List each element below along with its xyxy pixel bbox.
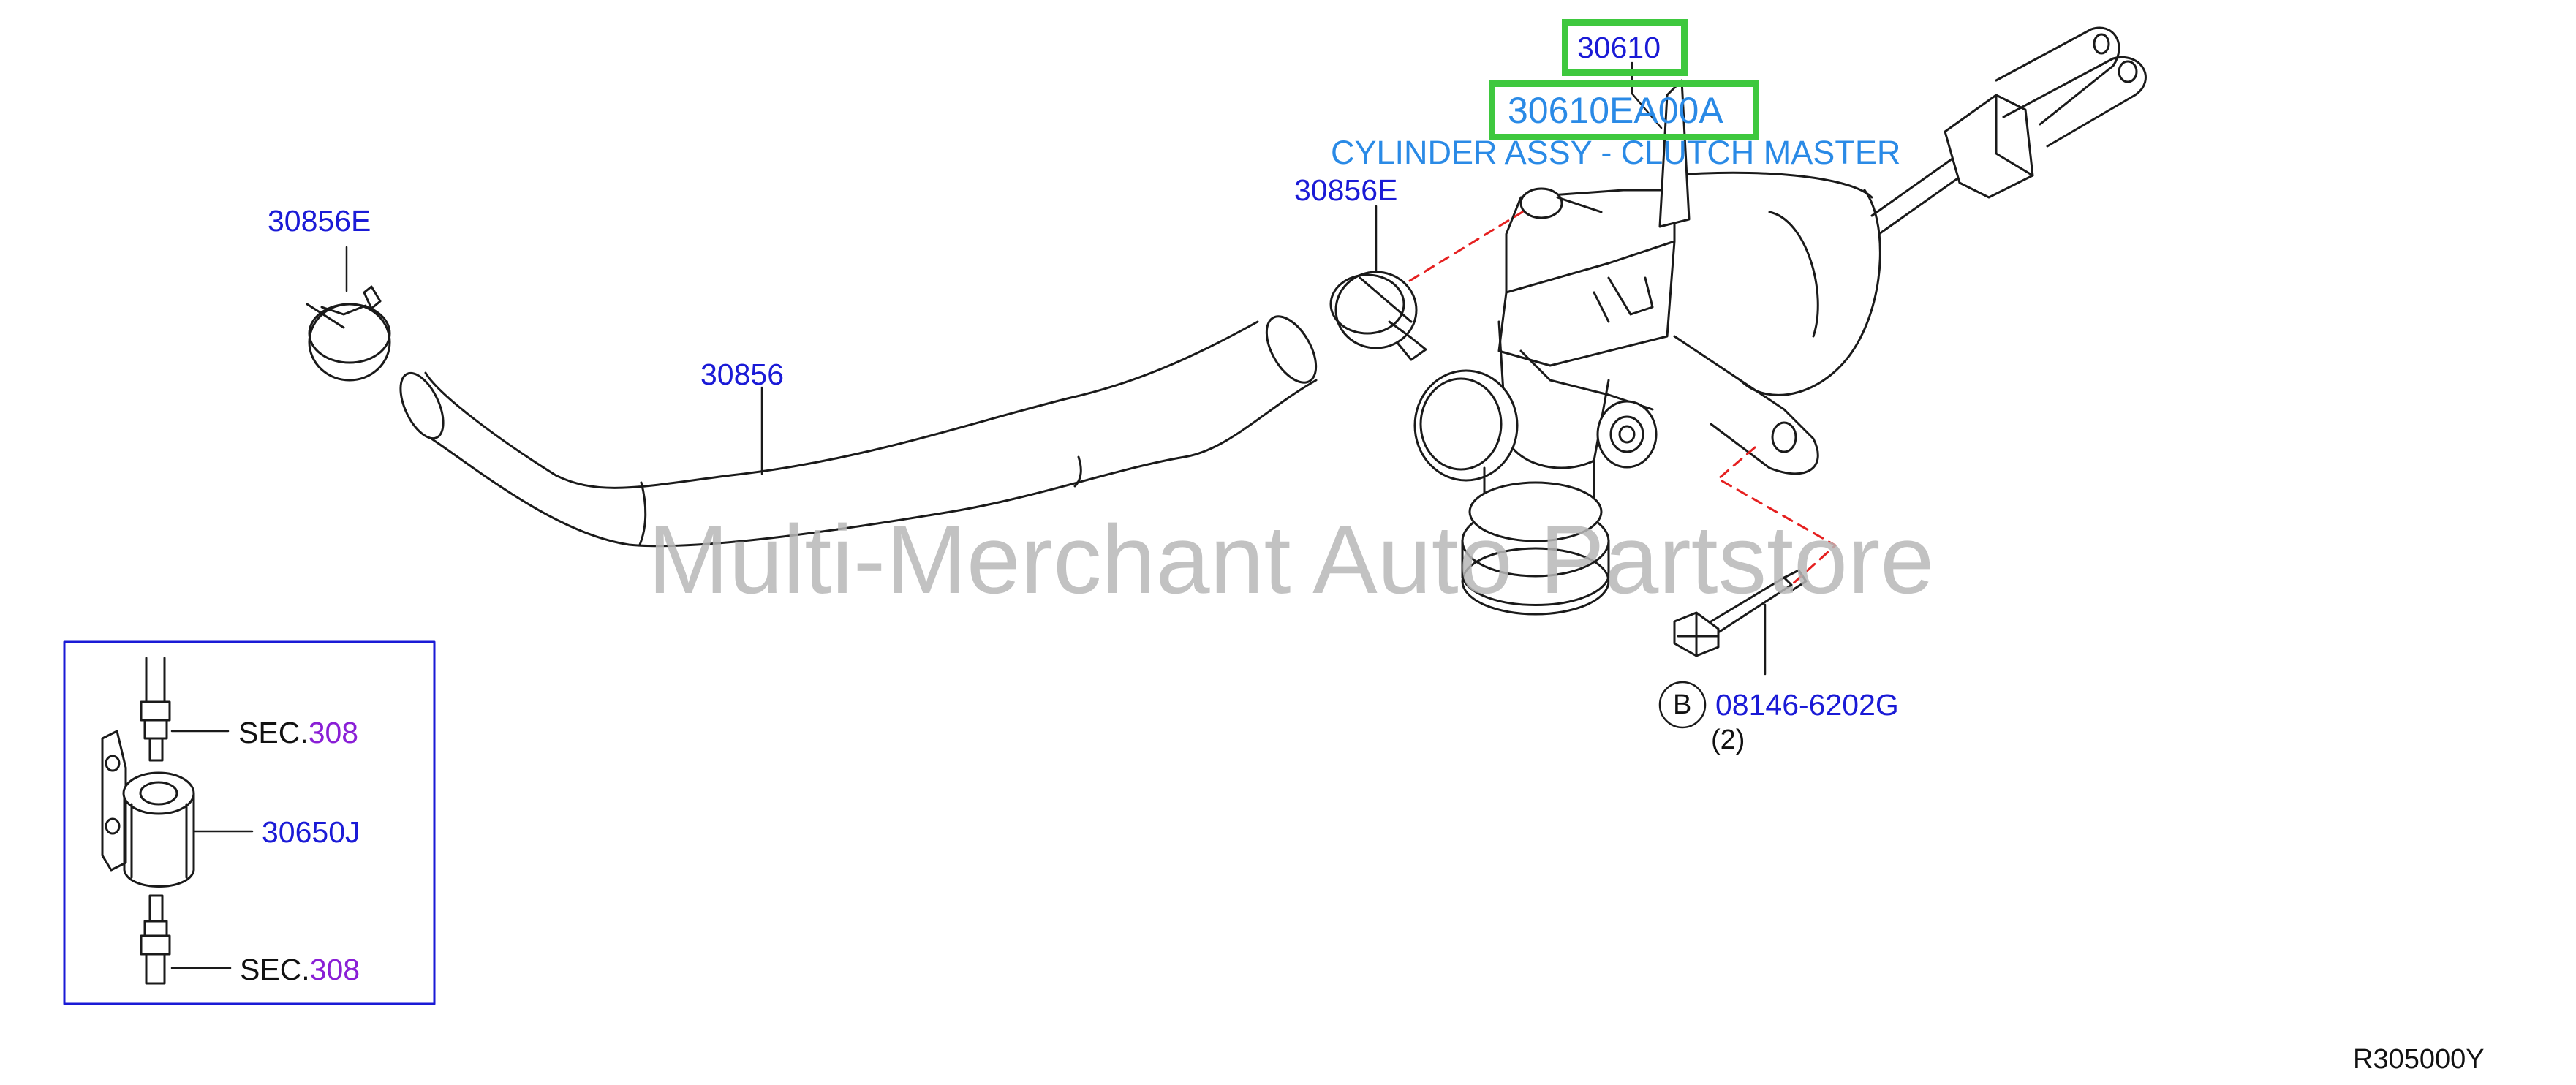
sec-bottom-prefix: SEC. xyxy=(240,953,310,986)
highlight-part-number xyxy=(1489,80,1759,140)
fuel-line-fitting-bottom[interactable] xyxy=(140,894,171,985)
fuel-line-fitting-top[interactable] xyxy=(140,657,171,762)
hose-clamp-right[interactable] xyxy=(1329,271,1427,361)
clutch-master-cylinder[interactable] xyxy=(1413,79,1881,616)
sec-top-prefix: SEC. xyxy=(238,716,309,749)
label-bolt-qty: (2) xyxy=(1711,725,1745,755)
label-hose[interactable]: 30856 xyxy=(700,358,785,391)
label-clamp-right[interactable]: 30856E xyxy=(1294,173,1398,207)
label-sec-bottom[interactable]: SEC.308 xyxy=(240,955,360,985)
label-part-number[interactable]: 30610EA00A xyxy=(1508,90,1723,131)
label-sec-top[interactable]: SEC.308 xyxy=(238,718,358,748)
diagram-code: R305000Y xyxy=(2353,1044,2485,1075)
fuel-damper[interactable] xyxy=(101,730,195,888)
highlight-part-group xyxy=(1562,19,1688,76)
label-clamp-left[interactable]: 30856E xyxy=(268,204,371,238)
leader-lines xyxy=(170,61,1767,969)
hose-clamp-left[interactable] xyxy=(306,285,391,382)
label-part-group[interactable]: 30610 xyxy=(1577,31,1661,64)
label-bolt[interactable]: 08146-6202G xyxy=(1715,688,1899,722)
push-rod-clevis[interactable] xyxy=(1870,26,2147,235)
dashed-leaders xyxy=(1408,211,1837,586)
flange-bolt[interactable] xyxy=(1673,569,1808,657)
label-part-name: CYLINDER ASSY - CLUTCH MASTER xyxy=(1331,134,1901,171)
watermark: Multi-Merchant Auto Partstore xyxy=(648,506,1935,614)
bolt-marker-circle xyxy=(1658,681,1707,729)
label-damper[interactable]: 30650J xyxy=(262,815,360,849)
sec-bottom-number: 308 xyxy=(309,953,360,986)
bolt-marker-letter: B xyxy=(1673,689,1692,720)
sec-top-number: 308 xyxy=(308,716,359,749)
hose[interactable] xyxy=(392,309,1326,548)
inset-frame xyxy=(63,640,436,1005)
